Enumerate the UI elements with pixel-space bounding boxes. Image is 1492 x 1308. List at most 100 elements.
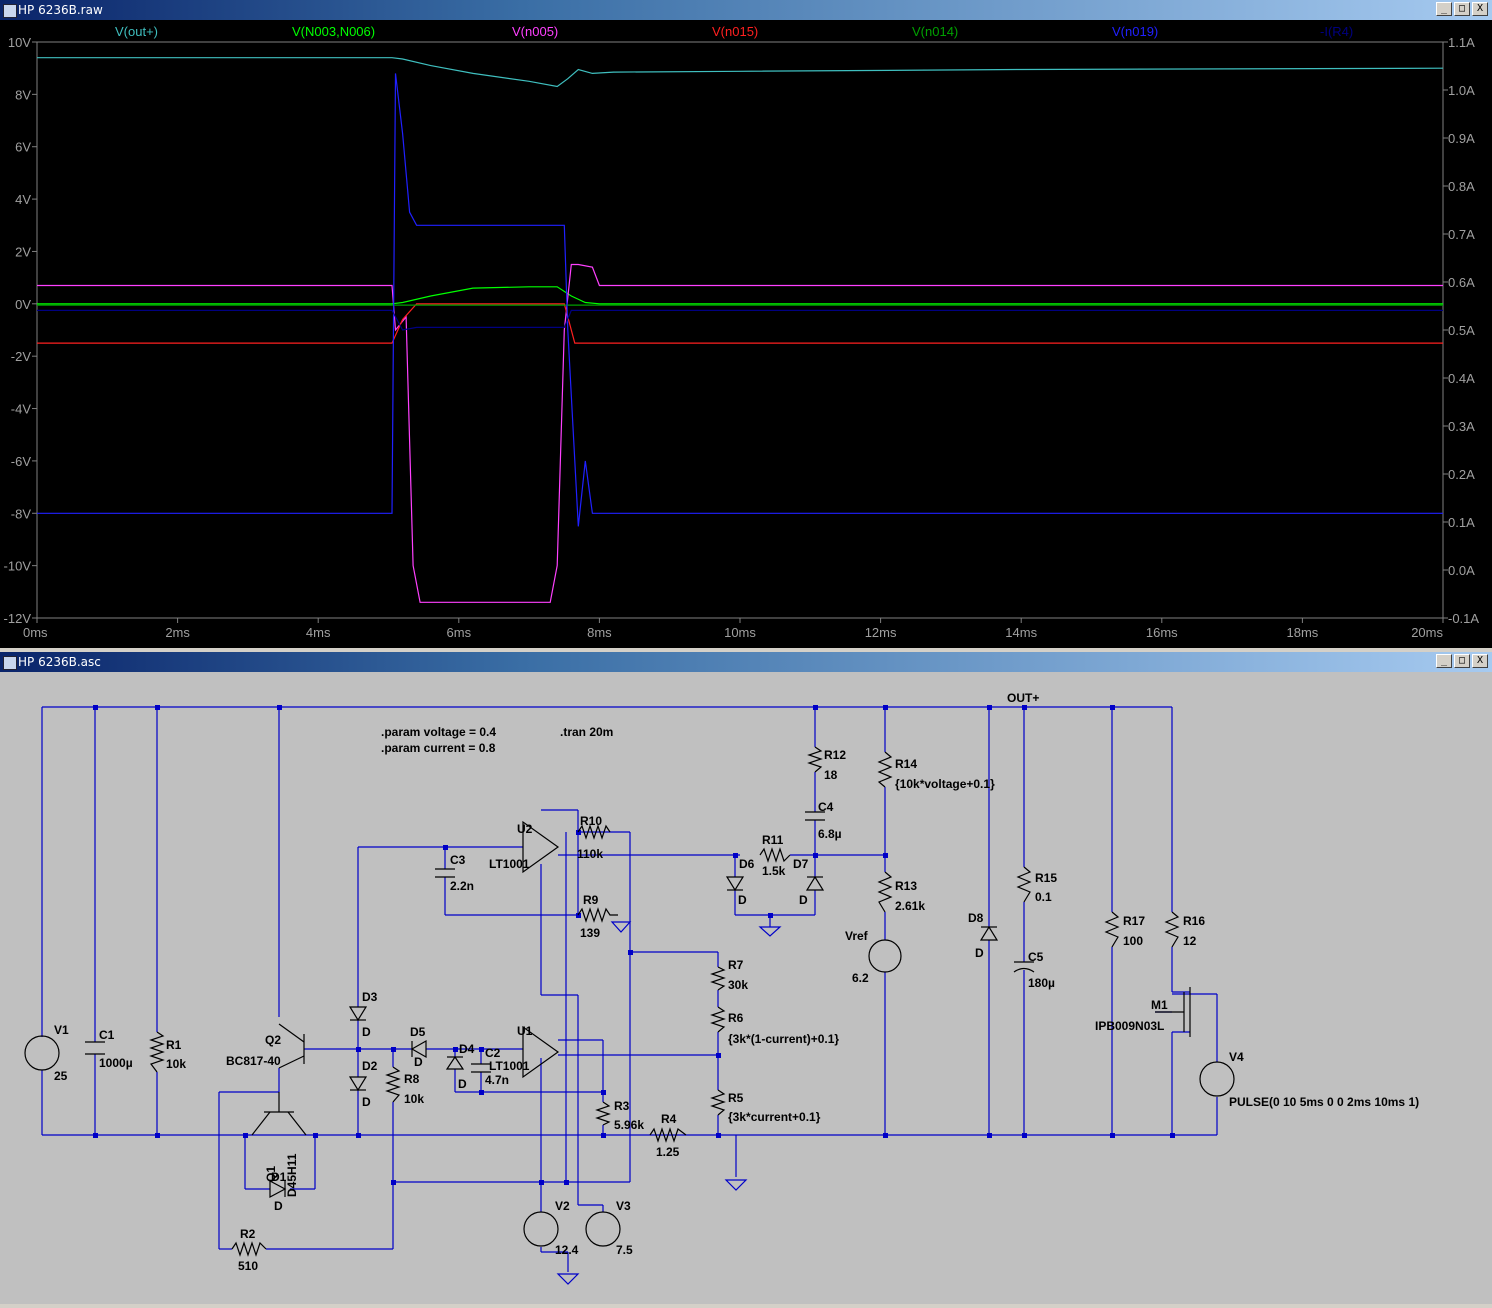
schematic-canvas[interactable]: .param voltage = 0.4 .param current = 0.…: [0, 672, 1492, 1304]
legend-item[interactable]: V(N003,N006): [292, 24, 375, 39]
label-r15-value[interactable]: 0.1: [1035, 890, 1052, 904]
label-v4-ref[interactable]: V4: [1229, 1050, 1244, 1064]
label-r7-value[interactable]: 30k: [728, 978, 748, 992]
label-r6-value[interactable]: {3k*(1-current)+0.1}: [728, 1032, 839, 1046]
label-m1-value[interactable]: IPB009N03L: [1095, 1019, 1164, 1033]
waveform-chart[interactable]: 10V8V6V4V2V0V-2V-4V-6V-8V-10V-12V1.1A1.0…: [0, 20, 1492, 648]
label-r9-ref[interactable]: R9: [583, 893, 599, 907]
label-r11-value[interactable]: 1.5k: [762, 864, 786, 878]
label-r14-value[interactable]: {10k*voltage+0.1}: [895, 777, 995, 791]
directive-voltage[interactable]: .param voltage = 0.4: [381, 725, 496, 739]
label-d2-ref[interactable]: D2: [362, 1059, 378, 1073]
label-u2-value[interactable]: LT1001: [489, 857, 530, 871]
label-q1-value[interactable]: D45H11: [285, 1153, 299, 1197]
label-d6-value[interactable]: D: [738, 893, 747, 907]
label-c3-ref[interactable]: C3: [450, 853, 466, 867]
label-d8-ref[interactable]: D8: [968, 911, 984, 925]
label-q2-value[interactable]: BC817-40: [226, 1054, 281, 1068]
label-c5-value[interactable]: 180µ: [1028, 976, 1055, 990]
label-c3-value[interactable]: 2.2n: [450, 879, 474, 893]
label-d3-value[interactable]: D: [362, 1025, 371, 1039]
label-r1-value[interactable]: 10k: [166, 1057, 186, 1071]
label-d4-ref[interactable]: D4: [459, 1042, 475, 1056]
maximize-button[interactable]: □: [1454, 654, 1470, 668]
label-r16-value[interactable]: 12: [1183, 934, 1197, 948]
maximize-button[interactable]: □: [1454, 2, 1470, 16]
close-button[interactable]: X: [1472, 654, 1488, 668]
label-q1-ref[interactable]: Q1: [264, 1166, 278, 1182]
label-u2-ref[interactable]: U2: [517, 822, 533, 836]
label-r2-value[interactable]: 510: [238, 1259, 258, 1273]
schematic-drawing[interactable]: .param voltage = 0.4 .param current = 0.…: [0, 672, 1492, 1304]
label-c2-ref[interactable]: C2: [485, 1046, 501, 1060]
label-vref-ref[interactable]: Vref: [845, 929, 869, 943]
label-r8-value[interactable]: 10k: [404, 1092, 424, 1106]
label-v1-ref[interactable]: V1: [54, 1023, 69, 1037]
waveform-titlebar[interactable]: HP 6236B.raw _ □ X: [0, 0, 1492, 20]
label-r10-ref[interactable]: R10: [580, 814, 602, 828]
label-c2-value[interactable]: 4.7n: [485, 1073, 509, 1087]
label-v2-value[interactable]: 12.4: [555, 1243, 579, 1257]
net-label-out-plus[interactable]: OUT+: [1007, 691, 1039, 705]
label-d7-ref[interactable]: D7: [793, 857, 809, 871]
label-q2-ref[interactable]: Q2: [265, 1033, 281, 1047]
label-d5-value[interactable]: D: [414, 1055, 423, 1069]
label-c4-ref[interactable]: C4: [818, 800, 834, 814]
label-r4-ref[interactable]: R4: [661, 1112, 677, 1126]
label-r17-ref[interactable]: R17: [1123, 914, 1145, 928]
legend-item[interactable]: V(n014): [912, 24, 958, 39]
label-r11-ref[interactable]: R11: [762, 833, 784, 847]
label-v1-value[interactable]: 25: [54, 1069, 68, 1083]
legend-item[interactable]: V(out+): [115, 24, 158, 39]
label-d1-ref[interactable]: D1: [271, 1170, 287, 1184]
minimize-button[interactable]: _: [1436, 2, 1452, 16]
label-r6-ref[interactable]: R6: [728, 1011, 744, 1025]
label-v3-ref[interactable]: V3: [616, 1199, 631, 1213]
label-d6-ref[interactable]: D6: [739, 857, 755, 871]
legend-item[interactable]: V(n019): [1112, 24, 1158, 39]
label-r15-ref[interactable]: R15: [1035, 871, 1057, 885]
schematic-titlebar[interactable]: HP 6236B.asc _ □ X: [0, 652, 1492, 672]
label-v4-value[interactable]: PULSE(0 10 5ms 0 0 2ms 10ms 1): [1229, 1095, 1419, 1109]
directive-current[interactable]: .param current = 0.8: [381, 741, 496, 755]
label-r12-ref[interactable]: R12: [824, 748, 846, 762]
label-r9-value[interactable]: 139: [580, 926, 600, 940]
label-r8-ref[interactable]: R8: [404, 1072, 420, 1086]
label-m1-ref[interactable]: M1: [1151, 998, 1168, 1012]
label-v2-ref[interactable]: V2: [555, 1199, 570, 1213]
label-u1-ref[interactable]: U1: [517, 1024, 533, 1038]
label-r3-ref[interactable]: R3: [614, 1099, 630, 1113]
label-r16-ref[interactable]: R16: [1183, 914, 1205, 928]
label-r10-value[interactable]: 110k: [577, 847, 603, 861]
legend-item[interactable]: V(n005): [512, 24, 558, 39]
label-v3-value[interactable]: 7.5: [616, 1243, 633, 1257]
label-r5-ref[interactable]: R5: [728, 1091, 744, 1105]
legend-item[interactable]: -I(R4): [1320, 24, 1353, 39]
label-r2-ref[interactable]: R2: [240, 1227, 256, 1241]
label-r1-ref[interactable]: R1: [166, 1038, 182, 1052]
close-button[interactable]: X: [1472, 2, 1488, 16]
label-c4-value[interactable]: 6.8µ: [818, 827, 842, 841]
label-r12-value[interactable]: 18: [824, 768, 838, 782]
label-c1-value[interactable]: 1000µ: [99, 1056, 133, 1070]
label-r3-value[interactable]: 5.96k: [614, 1118, 644, 1132]
label-r5-value[interactable]: {3k*current+0.1}: [728, 1110, 821, 1124]
label-d2-value[interactable]: D: [362, 1095, 371, 1109]
label-c1-ref[interactable]: C1: [99, 1028, 115, 1042]
label-r13-ref[interactable]: R13: [895, 879, 917, 893]
legend-item[interactable]: V(n015): [712, 24, 758, 39]
label-r17-value[interactable]: 100: [1123, 934, 1143, 948]
label-d3-ref[interactable]: D3: [362, 990, 378, 1004]
schematic-window[interactable]: HP 6236B.asc _ □ X: [0, 652, 1492, 1308]
minimize-button[interactable]: _: [1436, 654, 1452, 668]
label-d7-value[interactable]: D: [799, 893, 808, 907]
label-r7-ref[interactable]: R7: [728, 958, 744, 972]
label-r4-value[interactable]: 1.25: [656, 1145, 680, 1159]
label-d8-value[interactable]: D: [975, 946, 984, 960]
label-u1-value[interactable]: LT1001: [489, 1059, 530, 1073]
label-vref-value[interactable]: 6.2: [852, 971, 869, 985]
label-c5-ref[interactable]: C5: [1028, 950, 1044, 964]
label-d4-value[interactable]: D: [458, 1077, 467, 1091]
